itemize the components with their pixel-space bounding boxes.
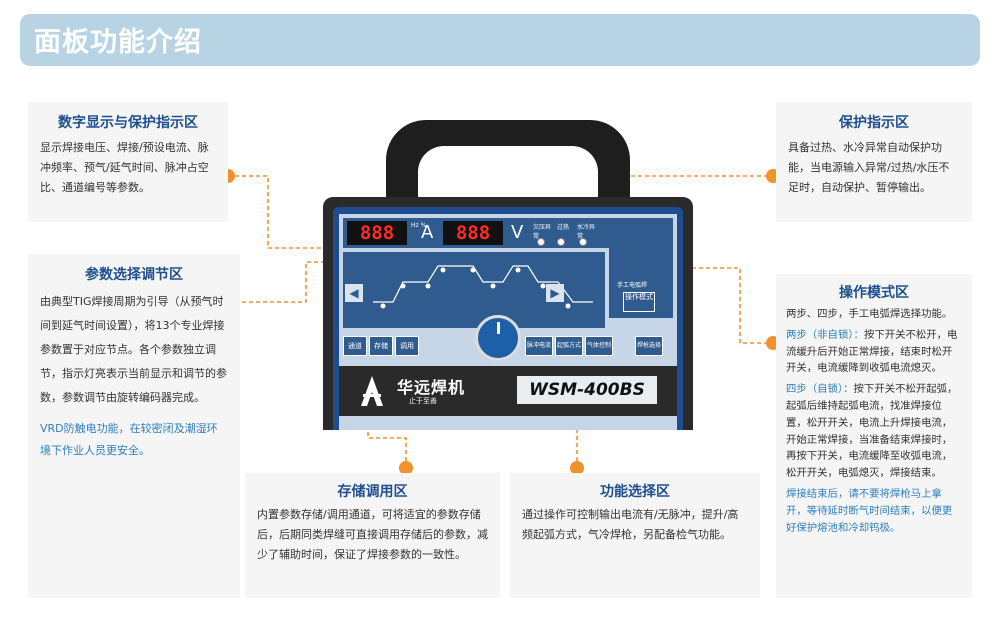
brand-strip: 华远焊机 止于至善 WSM-400BS bbox=[339, 366, 677, 416]
protect-led-2 bbox=[557, 238, 565, 246]
marker-store bbox=[399, 461, 413, 475]
param-prev-button[interactable]: ◀ bbox=[345, 284, 363, 302]
header-banner: 面板功能介绍 bbox=[20, 14, 980, 66]
operation-mode-button[interactable]: 操作模式 bbox=[623, 292, 655, 312]
page-title: 面板功能介绍 bbox=[34, 27, 202, 58]
unit-volt: V bbox=[511, 222, 524, 243]
leader-param bbox=[235, 261, 374, 303]
protect-label-2: 过热 bbox=[557, 224, 570, 231]
section-param-body: 由典型TIG焊接周期为引导（从预气时间到延气时间设置），将13个专业焊接参数置于… bbox=[40, 295, 227, 404]
section-display: 数字显示与保护指示区 显示焊接电压、焊接/预设电流、脉冲频率、预气/延气时间、脉… bbox=[28, 102, 228, 222]
pulse-button[interactable]: 脉冲电流 bbox=[525, 336, 553, 356]
welder-machine: 888 Hz % A 888 V 欠压异常 过热 水冷异常 bbox=[323, 120, 693, 430]
control-panel: 888 Hz % A 888 V 欠压异常 过热 水冷异常 bbox=[339, 214, 677, 430]
section-store: 存储调用区 内置参数存储/调用通道，可将适宜的参数存储后，后期同类焊缝可直接调用… bbox=[245, 473, 500, 598]
machine-body: 888 Hz % A 888 V 欠压异常 过热 水冷异常 bbox=[323, 197, 693, 430]
section-protect-body: 具备过热、水冷异常自动保护功能，当电源输入异常/过热/水压不足时，自动保护、暂停… bbox=[788, 141, 950, 194]
section-mode-note: 焊接结束后，请不要将焊枪马上拿开，等待延时断气时间结束，以便更好保护熔池和冷却钨… bbox=[786, 487, 953, 534]
section-param-title: 参数选择调节区 bbox=[85, 267, 183, 283]
model-label: WSM-400BS bbox=[517, 376, 657, 404]
section-protect: 保护指示区 具备过热、水冷异常自动保护功能，当电源输入异常/过热/水压不足时，自… bbox=[776, 102, 972, 222]
gas-control-button[interactable]: 气体控制 bbox=[585, 336, 613, 356]
protect-label-1: 欠压异常 bbox=[533, 224, 552, 240]
section-func-title: 功能选择区 bbox=[600, 484, 670, 500]
protect-label-3: 水冷异常 bbox=[577, 224, 596, 240]
section-func: 功能选择区 通过操作可控制输出电流有/无脉冲，提升/高频起弧方式，气冷焊枪，另配… bbox=[510, 473, 760, 598]
weld-cycle-diagram bbox=[373, 265, 593, 309]
section-func-body: 通过操作可控制输出电流有/无脉冲，提升/高频起弧方式，气冷焊枪，另配备检气功能。 bbox=[522, 508, 739, 541]
mode-area: 手工电弧焊 操作模式 bbox=[609, 218, 673, 318]
parameter-area: ◀ ▶ bbox=[343, 252, 605, 328]
torch-select-button[interactable]: 焊枪选择 bbox=[635, 336, 663, 356]
two-step-label: 两步（非自锁）： bbox=[786, 328, 864, 341]
section-protect-title: 保护指示区 bbox=[839, 115, 909, 131]
mode-label-1: 手工电弧焊 bbox=[617, 282, 648, 289]
section-mode-title: 操作模式区 bbox=[839, 285, 909, 301]
protect-led-1 bbox=[537, 238, 545, 246]
section-display-body: 显示焊接电压、焊接/预设电流、脉冲频率、预气/延气时间、脉冲占空比、通道编号等参… bbox=[40, 141, 209, 194]
four-step-body: 按下开关不松开起弧，起弧后维持起弧电流，找准焊接位置，松开开关，电流上升焊接电流… bbox=[786, 383, 958, 480]
voltage-display: 888 bbox=[443, 221, 503, 245]
two-step-body: 按下开关不松开，电流缓升后开始正常焊接，结束时松开开关，电流缓降到收弧电流熄灭。 bbox=[786, 328, 958, 375]
current-display: 888 bbox=[347, 221, 407, 245]
section-mode: 操作模式区 两步、四步，手工电弧焊选择功能。 两步（非自锁）：按下开关不松开，电… bbox=[776, 274, 972, 598]
protect-led-3 bbox=[579, 238, 587, 246]
param-next-button[interactable]: ▶ bbox=[546, 284, 564, 302]
brand-name: 华远焊机 bbox=[397, 378, 466, 397]
brand-slogan: 止于至善 bbox=[409, 397, 437, 405]
leader-mode bbox=[650, 267, 768, 344]
section-store-body: 内置参数存储/调用通道，可将适宜的参数存储后，后期同类焊缝可直接调用存储后的参数… bbox=[257, 508, 488, 561]
store-button[interactable]: 存储 bbox=[369, 336, 393, 356]
section-mode-intro: 两步、四步，手工电弧焊选择功能。 bbox=[786, 308, 953, 320]
section-display-title: 数字显示与保护指示区 bbox=[58, 115, 198, 131]
brand-logo-icon bbox=[361, 376, 383, 406]
unit-amp: A bbox=[421, 222, 434, 243]
arc-start-button[interactable]: 起弧方式 bbox=[555, 336, 583, 356]
unit-small-label: Hz % bbox=[411, 222, 427, 229]
recall-button[interactable]: 调用 bbox=[395, 336, 419, 356]
channel-button[interactable]: 通道 bbox=[343, 336, 367, 356]
leader-store bbox=[367, 380, 407, 468]
section-store-title: 存储调用区 bbox=[337, 484, 408, 500]
four-step-label: 四步（自锁）： bbox=[786, 383, 854, 396]
leader-display bbox=[235, 175, 372, 249]
marker-func bbox=[570, 461, 584, 475]
section-param-note: VRD防触电功能，在较密闭及潮湿环境下作业人员更安全。 bbox=[40, 422, 218, 457]
encoder-knob[interactable] bbox=[475, 315, 521, 361]
section-param: 参数选择调节区 由典型TIG焊接周期为引导（从预气时间到延气时间设置），将13个… bbox=[28, 254, 240, 598]
